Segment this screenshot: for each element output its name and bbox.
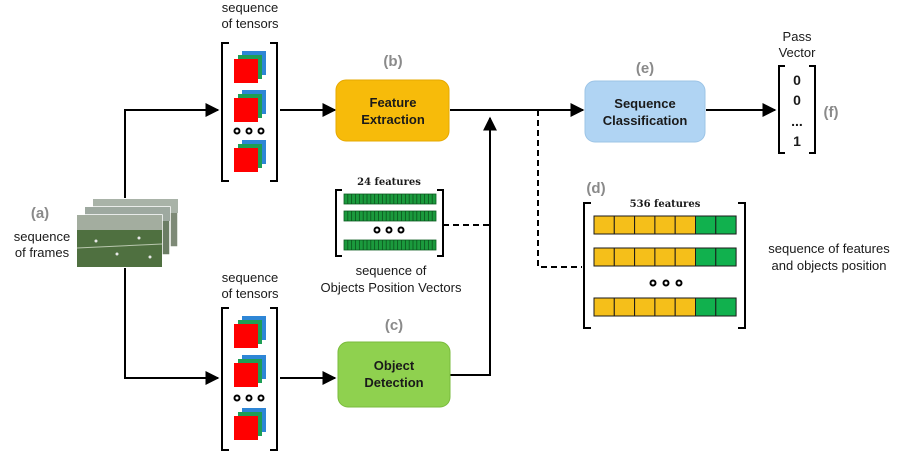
feature-cell (654, 215, 676, 235)
position-vector-bar (343, 193, 437, 205)
feature-extraction-line1: Feature (370, 95, 417, 110)
object-detection-line2: Detection (364, 375, 423, 390)
tensor-stack-icon (234, 140, 266, 172)
position-vectors-stack (335, 189, 444, 257)
pass-vector-title-line1: Pass (783, 29, 812, 44)
merged-features-dashed-link (537, 110, 582, 268)
merged-features-stack (583, 202, 746, 329)
feature-cell (593, 215, 615, 235)
top-tensor-column (221, 42, 278, 182)
frames-to-top-tensors-arrow (124, 103, 220, 198)
sequence-classification-box: Sequence Classification (584, 80, 706, 143)
tensor-stack-icon (234, 90, 266, 122)
input-label-line1: sequence (14, 229, 70, 244)
feature-cell (634, 247, 656, 267)
pass-vector-value: 1 (793, 133, 801, 149)
tensor-stack-icon (234, 408, 266, 440)
three-dots-icon (233, 394, 265, 402)
sequence-classification-line1: Sequence (614, 96, 675, 111)
position-vector-bar (343, 239, 437, 251)
tensor-stack-icon (234, 316, 266, 348)
feature-extraction-line2: Extraction (361, 112, 425, 127)
pass-vector-title-line2: Vector (779, 45, 817, 60)
feature-cell (613, 215, 636, 235)
frames-to-bottom-tensors-arrow (124, 268, 220, 385)
top-tensors-label-line1: sequence (222, 0, 278, 15)
video-frames-icon (76, 198, 179, 268)
feature-cell (593, 297, 615, 317)
feature-cell (654, 247, 676, 267)
left-bracket (335, 189, 342, 257)
position-vectors-caption-line1: sequence of (356, 263, 427, 278)
left-bracket (778, 65, 785, 154)
feature-row (593, 247, 737, 267)
pass-vector-value: ... (791, 113, 803, 129)
right-bracket (437, 189, 444, 257)
feature-row (593, 297, 737, 317)
object-cell (715, 247, 737, 267)
pass-vector-value: 0 (793, 92, 801, 108)
top-tensors-label-line2: of tensors (221, 16, 279, 31)
merged-features-tag: (d) (586, 180, 605, 197)
object-cell (695, 215, 717, 235)
merged-features-caption-line1: sequence of features (768, 241, 890, 256)
left-bracket (221, 42, 229, 182)
connectors (124, 103, 777, 385)
three-dots-icon (233, 127, 265, 135)
object-cell (695, 247, 717, 267)
input-label-line2: of frames (15, 245, 70, 260)
pass-vector: 0 0 ... 1 (778, 65, 816, 154)
feature-cell (674, 247, 697, 267)
bottom-tensors-label-line1: sequence (222, 270, 278, 285)
merged-features-caption-line2: and objects position (772, 258, 887, 273)
object-cell (715, 297, 737, 317)
sequence-classification-tag: (e) (636, 60, 654, 77)
merged-features-count-label: 536 features (630, 199, 701, 210)
feature-cell (654, 297, 676, 317)
feature-cell (674, 297, 697, 317)
tensor-stack-icon (234, 355, 266, 387)
tensor-stack-icon (234, 51, 266, 83)
bottom-tensor-column (221, 307, 278, 451)
feature-extraction-tag: (b) (383, 53, 402, 70)
input-tag: (a) (31, 205, 49, 222)
feature-cell (674, 215, 697, 235)
pass-vector-tag: (f) (824, 104, 839, 121)
right-bracket (809, 65, 816, 154)
position-vector-bar (343, 210, 437, 222)
right-bracket (270, 42, 278, 182)
left-bracket (583, 202, 591, 329)
object-cell (715, 215, 737, 235)
object-cell (695, 297, 717, 317)
object-detection-line1: Object (374, 358, 415, 373)
left-bracket (221, 307, 229, 451)
feature-cell (613, 297, 636, 317)
feature-cell (593, 247, 615, 267)
feature-extraction-box: Feature Extraction (335, 79, 450, 142)
object-detection-up-arrow (450, 116, 497, 376)
object-detection-box: Object Detection (337, 341, 451, 408)
right-bracket (270, 307, 278, 451)
position-vectors-count-label: 24 features (357, 177, 421, 188)
feature-cell (634, 215, 656, 235)
pass-vector-value: 0 (793, 72, 801, 88)
feature-cell (634, 297, 656, 317)
feature-cell (613, 247, 636, 267)
object-detection-tag: (c) (385, 317, 403, 334)
three-dots-icon (649, 279, 683, 287)
bottom-tensors-label-line2: of tensors (221, 286, 279, 301)
feature-row (593, 215, 737, 235)
right-bracket (738, 202, 746, 329)
sequence-classification-line2: Classification (603, 113, 688, 128)
position-vectors-caption-line2: Objects Position Vectors (321, 280, 462, 295)
three-dots-icon (373, 226, 405, 234)
